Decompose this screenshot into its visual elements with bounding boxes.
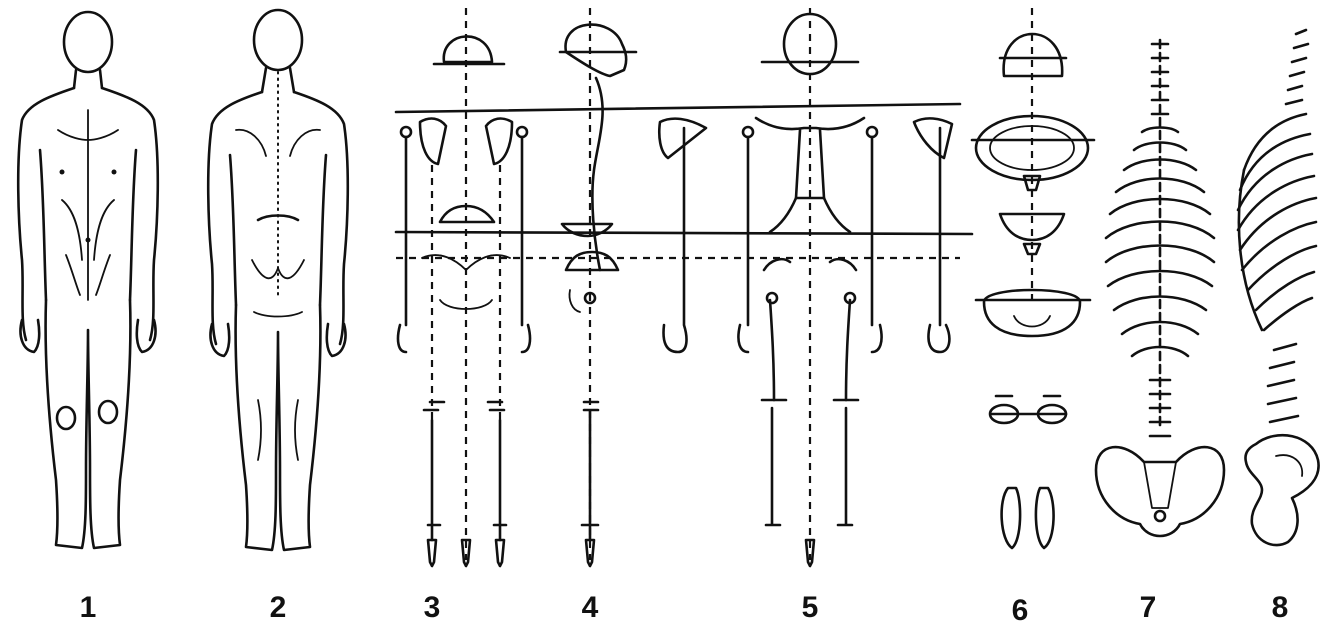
panel-4-side-schematic: 4 — [558, 8, 638, 624]
shoulder-guide-line — [394, 102, 962, 114]
panel-5-label: 5 — [802, 591, 819, 624]
panel-4-label: 4 — [582, 591, 599, 624]
panel-2-label: 2 — [270, 591, 287, 624]
panel-5-rear-schematic: 5 — [657, 8, 954, 624]
pelvis-front — [1094, 445, 1226, 538]
panel-6-label: 6 — [1012, 594, 1029, 627]
panel-1-front-figure: 1 — [16, 10, 160, 624]
rib-cage-side — [1236, 28, 1318, 332]
panel-3-front-schematic: 3 — [396, 8, 532, 624]
panel-7-label: 7 — [1140, 591, 1157, 624]
panel-8-label: 8 — [1272, 591, 1289, 624]
pelvis-side — [1244, 433, 1320, 547]
vertebrae-marks — [1148, 42, 1172, 438]
panel-3-label: 3 — [424, 591, 441, 624]
panel-7-spine-front: 7 — [1094, 38, 1226, 624]
panel-2-back-figure: 2 — [206, 8, 350, 624]
panel-8-spine-side: 8 — [1236, 28, 1320, 624]
panel-6-top-view-sections: 6 — [970, 8, 1096, 627]
rib-cage-front — [1104, 126, 1216, 358]
panel-1-label: 1 — [80, 591, 97, 624]
lumbar-marks-side — [1266, 342, 1300, 424]
